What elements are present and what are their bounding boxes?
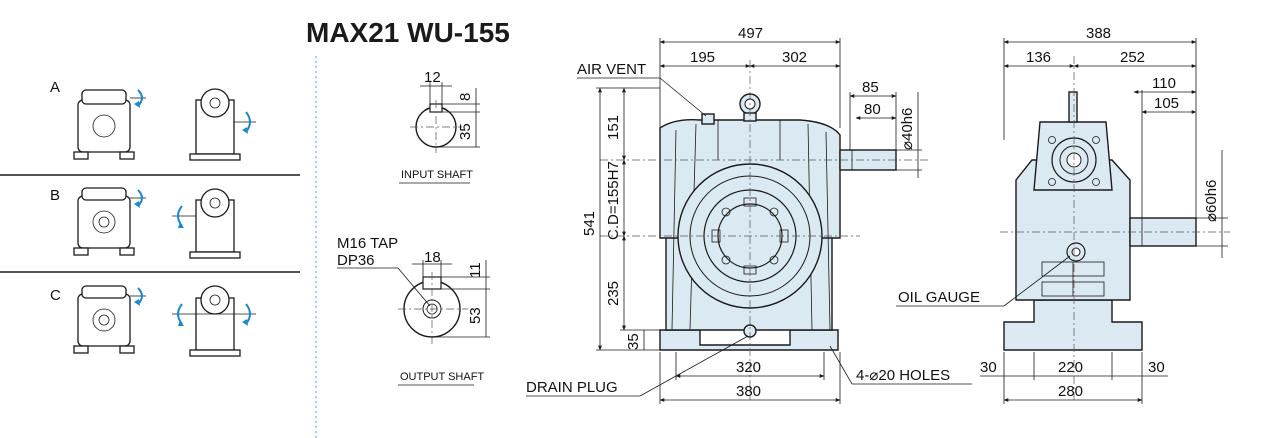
front-center-distance: C.D=155H7 [605,161,622,240]
side-view-dimensions: 388 136 252 110 105 ⌀60h6 OIL GAUGE 30 2… [896,25,1228,404]
input-key-depth: 8 [457,93,474,101]
front-overall-width: 497 [738,25,763,42]
output-tap-line2: DP36 [337,252,375,269]
input-shaft-height: 35 [457,123,474,140]
input-shaft-label: INPUT SHAFT [401,169,473,181]
diagram-title: MAX21 WU-155 [306,17,510,48]
output-shaft-section: M16 TAP DP36 18 11 53 OUTPUT SHAFT [337,235,490,386]
side-shaft-ext: 110 [1152,75,1176,92]
side-base-mid: 220 [1058,359,1083,376]
front-right-width: 302 [782,49,807,66]
input-shaft-section: 12 8 35 INPUT SHAFT [399,69,480,184]
side-base-width: 280 [1058,383,1083,400]
front-overall-height: 541 [581,211,598,236]
front-view-dimensions: 497 195 302 85 80 ⌀40h6 AIR VENT 541 151… [526,25,972,404]
mounting-label-a: A [50,79,60,96]
mounting-c-front-icon [73,285,146,354]
mounting-label-b: B [50,187,60,204]
output-key-width: 18 [424,249,441,266]
mounting-a-front-icon [73,89,146,160]
mounting-b-front-icon [73,187,146,256]
side-overall-width: 388 [1086,25,1111,42]
front-view-drawing [600,60,930,400]
output-shaft-height: 53 [467,307,484,324]
air-vent-label: AIR VENT [577,61,646,78]
side-base-left: 30 [980,359,997,376]
side-shaft-len: 105 [1154,95,1179,112]
oil-gauge-label: OIL GAUGE [898,289,980,306]
mounting-panels: A B C [0,79,300,357]
output-tap-line1: M16 TAP [337,235,398,252]
side-left-width: 136 [1026,49,1051,66]
output-shaft-label: OUTPUT SHAFT [400,371,484,383]
drain-plug-label: DRAIN PLUG [526,379,618,396]
front-base-width: 380 [736,383,761,400]
side-shaft-dia: ⌀60h6 [1203,180,1220,222]
front-shaft-ext: 85 [862,79,879,96]
side-view-drawing [1000,56,1230,400]
front-top-height: 151 [605,115,622,140]
side-base-right: 30 [1148,359,1165,376]
input-key-width: 12 [424,69,441,86]
mounting-a-side-icon [189,88,256,161]
side-right-width: 252 [1120,49,1145,66]
front-lower-height: 235 [605,281,622,306]
front-base-height: 35 [625,333,642,350]
front-bolt-spacing: 320 [736,359,761,376]
mounting-label-c: C [50,287,61,304]
mounting-c-side-icon [172,285,256,357]
front-shaft-dia: ⌀40h6 [899,108,916,150]
front-shaft-len: 80 [864,101,881,118]
output-key-depth: 11 [467,262,484,278]
front-left-width: 195 [690,49,715,66]
holes-label: 4-⌀20 HOLES [856,367,950,384]
mounting-b-side-icon [172,188,241,259]
